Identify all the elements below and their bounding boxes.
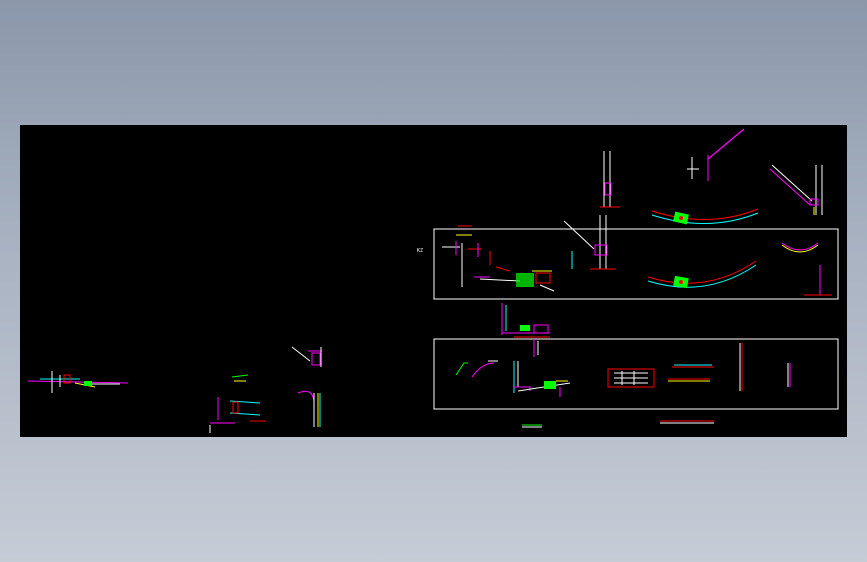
- detail-top-diagonal-bracket: [687, 128, 745, 181]
- cad-drawing-canvas: KZ: [27, 128, 839, 433]
- upper-frame-arc-profile: [647, 260, 757, 289]
- detail-top-column: [600, 151, 620, 208]
- upper-frame-right-details: [781, 242, 832, 296]
- detail-lower-middle: [209, 374, 266, 433]
- detail-left-section: [27, 371, 129, 393]
- upper-drawing-frame[interactable]: [433, 228, 839, 300]
- detail-top-right-slant: [769, 164, 823, 215]
- upper-frame-column-detail: [563, 215, 616, 270]
- detail-corner-profile: [291, 346, 322, 427]
- detail-mid-channel: [501, 303, 550, 338]
- lower-frame-left-details: [455, 339, 571, 397]
- cad-drawing-viewport[interactable]: KZ: [20, 125, 847, 437]
- detail-bottom-strip: [522, 420, 714, 428]
- detail-top-arc-profile: [651, 208, 759, 225]
- frame-marker-label: KZ: [417, 248, 423, 254]
- lower-drawing-frame[interactable]: [433, 338, 839, 410]
- lower-frame-vertical-members: [739, 343, 791, 391]
- lower-frame-table-detail: [607, 364, 714, 388]
- upper-frame-left-details: [442, 225, 555, 292]
